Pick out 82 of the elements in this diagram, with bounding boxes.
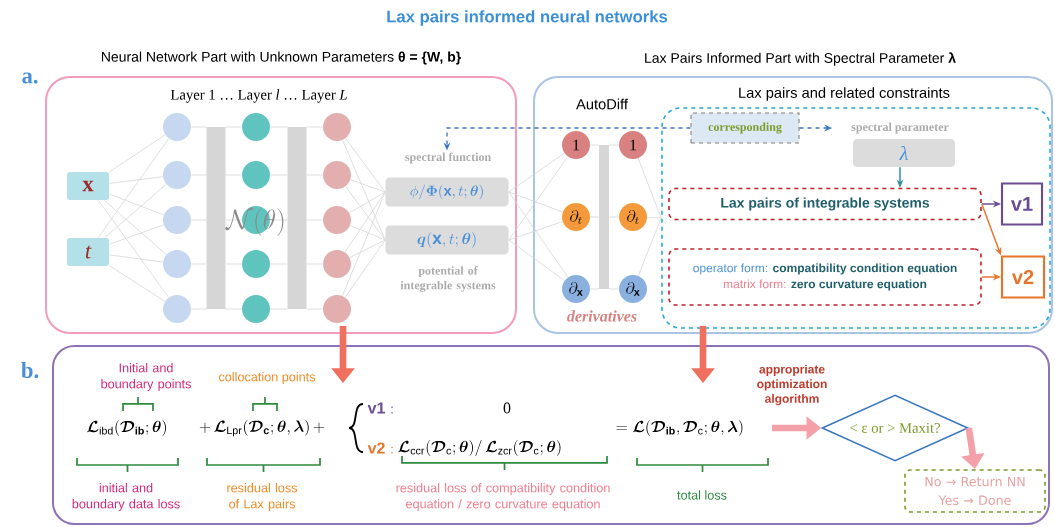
neuron-circle xyxy=(323,206,351,234)
annotation: initial and boundary data loss xyxy=(72,483,180,511)
connection-line xyxy=(108,134,166,173)
connection-line xyxy=(342,139,386,241)
output-label: potential of integrable systems xyxy=(400,266,496,292)
tag-box: corresponding xyxy=(690,112,800,144)
connection-line xyxy=(344,239,386,298)
loss-formula: $\boldsymbol{\mathcal{L}}_{\mathrm{ibd}}(\boldsymbol{\mathcal{D}}_{\mathbf{ib}};\boldsymbol{\theta})$ xyxy=(87,420,166,436)
connection-line xyxy=(342,191,386,297)
annotation: total loss xyxy=(677,490,727,500)
connection-line xyxy=(97,138,170,239)
result-box: No → Return NN Yes → Done xyxy=(904,469,1046,513)
neuron-circle xyxy=(242,250,270,278)
column-caption: derivatives xyxy=(567,310,637,322)
output-label: spectral function xyxy=(405,152,491,164)
connection-line xyxy=(508,191,564,213)
annotation: collocation points xyxy=(218,372,316,384)
connection-line xyxy=(103,199,167,255)
layer-bar xyxy=(599,145,609,289)
panel-heading: Neural Network Part with Unknown Parameters θ = {W, b} xyxy=(101,51,461,65)
loss-formula: $\mathbf{v2}:$ xyxy=(367,442,393,454)
annotation: residual loss of Lax pairs xyxy=(227,483,298,511)
neuron-circle xyxy=(323,113,351,141)
loss-formula: $\mathbf{v1}:$ xyxy=(367,402,393,414)
neuron-circle xyxy=(323,295,351,323)
connection-line xyxy=(508,221,563,241)
neuron-circle xyxy=(323,250,351,278)
connection-line xyxy=(344,191,386,253)
constraint-box: Lax pairs of integrable systems xyxy=(668,187,982,221)
connection-line xyxy=(637,157,662,219)
neuron-circle xyxy=(323,161,351,189)
panel-label: a. xyxy=(22,72,38,84)
loss-formula: $=\boldsymbol{\mathcal{L}}(\boldsymbol{\mathcal{D}}_{\mathbf{ib}},\boldsymbol{\mathcal{D}}_{\mathrm{c}};\boldsymbol{\theta},\boldsymbol{\lambda})$ xyxy=(616,420,743,436)
connection-line xyxy=(108,193,165,216)
connection-line xyxy=(637,217,662,277)
layer-label: Layer 1 … Layer l … Layer L xyxy=(170,89,347,103)
connection-line xyxy=(508,152,565,193)
connection-line xyxy=(97,199,170,298)
panel-heading: Lax Pairs Informed Part with Spectral Parameter λ xyxy=(645,52,956,66)
layer-bar xyxy=(206,127,226,309)
input-box: x xyxy=(67,172,109,200)
neuron-circle xyxy=(163,113,191,141)
connection-line xyxy=(108,224,164,245)
loss-formula: $\boldsymbol{\mathcal{L}}_{\mathrm{ccr}}(\boldsymbol{\mathcal{D}}_{\mathrm{c}};\boldsymbol{\theta})/\,\boldsymbol{\mathcal{L}}_{\mathrm{zcr}}(\boldsymbol{\mathcal{D}}_{\mathrm{c}};\boldsymbol{\theta})$ xyxy=(398,440,561,456)
layer-bar xyxy=(287,127,307,309)
connection-line xyxy=(349,239,386,259)
neuron-circle xyxy=(163,295,191,323)
connection-line xyxy=(345,186,386,241)
connection-line xyxy=(349,225,386,241)
panel-heading: Lax pairs and related constraints xyxy=(739,87,950,101)
neuron-circle xyxy=(242,161,270,189)
connection-line xyxy=(348,191,386,214)
neuron-circle xyxy=(242,295,270,323)
annotation: Initial and boundary points xyxy=(101,363,191,391)
connection-line xyxy=(345,138,386,193)
version-box: v1 xyxy=(1000,182,1044,226)
panel xyxy=(52,345,1050,525)
connection-line xyxy=(104,183,167,239)
loss-formula: $+\,\boldsymbol{\mathcal{L}}_{\mathrm{Lpr}}(\boldsymbol{\mathcal{D}}_{\mathbf{c}};\boldsymbol{\theta},\boldsymbol{\lambda})\,+$ xyxy=(199,419,325,437)
title: Lax pairs informed neural networks xyxy=(387,10,668,26)
version-box: v2 xyxy=(1000,255,1046,299)
column-heading: AutoDiff xyxy=(576,98,628,110)
connection-line xyxy=(508,191,569,278)
connection-line xyxy=(508,239,565,281)
connection-line xyxy=(108,176,164,184)
parameter-box: λ xyxy=(853,139,955,167)
neuron-circle xyxy=(163,206,191,234)
neuron-circle xyxy=(163,250,191,278)
connection-line xyxy=(350,179,386,193)
panel-label: b. xyxy=(21,361,39,378)
neuron-circle xyxy=(163,161,191,189)
input-box: t xyxy=(67,238,109,266)
annotation: residual loss of compatibility condition equation / zero curvature equation xyxy=(396,483,610,511)
neuron-circle xyxy=(242,113,270,141)
output-box: $\boldsymbol{q}(\mathbf{x},t;\boldsymbol{\theta})$ xyxy=(385,225,509,255)
output-box: $\phi/\boldsymbol{\Phi}(\mathbf{x},t;\boldsymbol{\theta})$ xyxy=(385,177,509,207)
constraint-box: operator form: compatibility condition equation matrix form: zero curvature equation xyxy=(668,248,982,306)
loss-formula: 0 xyxy=(503,402,511,414)
connection-line xyxy=(108,265,166,302)
parameter-label: spectral parameter xyxy=(851,122,949,134)
connection-line xyxy=(108,254,164,263)
connection-line xyxy=(508,156,569,241)
